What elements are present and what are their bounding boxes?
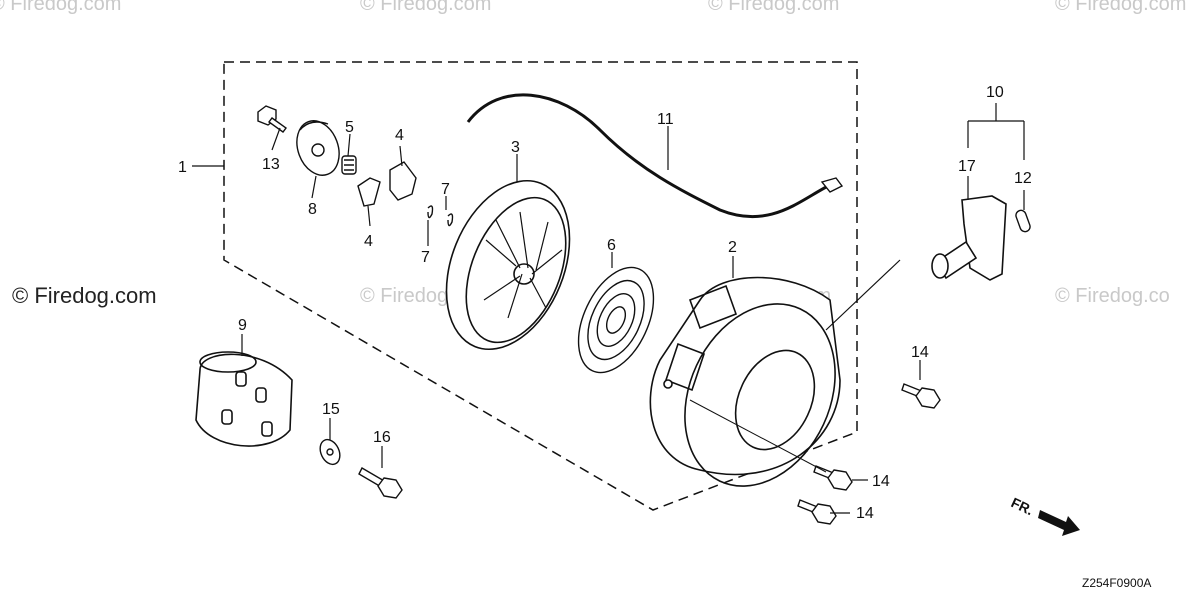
part-15-washer (319, 438, 341, 466)
front-label: FR. (1009, 494, 1036, 518)
callout-8: 8 (308, 201, 317, 218)
callout-14-lower: 14 (856, 505, 874, 522)
callout-5: 5 (345, 119, 354, 136)
part-13-bolt (257, 105, 287, 133)
part-9-fan-cover (195, 351, 293, 447)
callout-2: 2 (728, 239, 737, 256)
callout-7-bottom: 7 (421, 249, 430, 266)
callouts: 1 2 3 4 4 5 6 7 7 8 9 10 11 12 13 14 14 … (178, 84, 1032, 522)
diagram-code: Z254F0900A (1082, 576, 1151, 590)
part-14-bolts (797, 383, 941, 525)
callout-3: 3 (511, 139, 520, 156)
watermark-top-1: © Firedog.com (0, 0, 121, 15)
front-arrow-icon (1038, 510, 1080, 536)
part-16-bolt (358, 467, 403, 499)
watermark-top-3: © Firedog.com (708, 0, 839, 15)
callout-14-upper: 14 (911, 344, 929, 361)
watermark-side-right: © Firedog.co (1055, 285, 1170, 307)
part-3-recoil-reel (445, 179, 571, 351)
callout-12: 12 (1014, 170, 1032, 187)
watermark-top-4: © Firedog.com (1055, 0, 1186, 15)
callout-14-middle: 14 (872, 473, 890, 490)
callout-9: 9 (238, 317, 247, 334)
part-8-ratchet-pawl (296, 120, 340, 176)
callout-15: 15 (322, 401, 340, 418)
callout-4-top: 4 (395, 127, 404, 144)
front-direction-marker: FR. (1009, 494, 1080, 536)
part-5-spring (341, 155, 357, 175)
part-11-starter-rope (466, 93, 831, 219)
part-17-starter-grip (931, 195, 1007, 281)
watermark-layer: © Firedog.com © Firedog.com © Firedog.co… (0, 0, 1186, 308)
callout-13: 13 (262, 156, 280, 173)
callout-17: 17 (958, 158, 976, 175)
watermark-side-left: © Firedog.com (12, 283, 157, 308)
callout-4-bottom: 4 (364, 233, 373, 250)
callout-1: 1 (178, 159, 187, 176)
part-12-pin (1015, 209, 1031, 233)
rope-knot (820, 177, 844, 193)
callout-7-top: 7 (441, 181, 450, 198)
part-6-recoil-spring (577, 266, 655, 374)
leader-lines (192, 103, 1025, 514)
watermark-top-2: © Firedog.com (360, 0, 491, 15)
part-4-ratchet-plates (357, 161, 417, 207)
callout-10: 10 (986, 84, 1004, 101)
part-2-starter-case (649, 276, 841, 487)
callout-6: 6 (607, 237, 616, 254)
part-7-clips (427, 205, 454, 227)
callout-16: 16 (373, 429, 391, 446)
callout-11: 11 (657, 111, 674, 128)
